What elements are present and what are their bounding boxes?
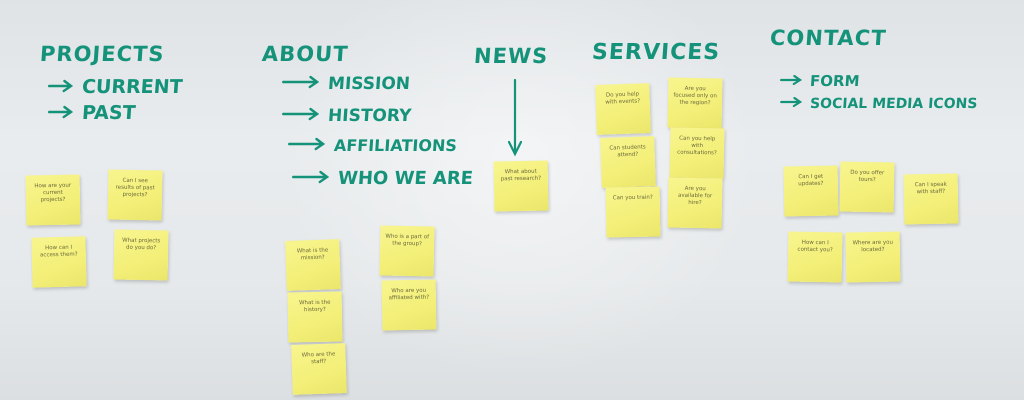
sticky-note: How can I access them? bbox=[31, 236, 87, 288]
right-arrow-icon bbox=[47, 102, 75, 124]
sticky-note: Can I get updates? bbox=[783, 165, 839, 217]
sticky-note: Do you help with events? bbox=[595, 83, 651, 135]
projects-item-label: CURRENT bbox=[81, 76, 184, 98]
sticky-note: What about past research? bbox=[493, 160, 549, 212]
sticky-note: Do you offer tours? bbox=[839, 161, 895, 213]
sticky-note: How are your current projects? bbox=[25, 174, 81, 226]
about-item-affiliations: AFFILIATIONS bbox=[287, 136, 458, 155]
sticky-note: Can you train? bbox=[605, 186, 661, 238]
sticky-note: Can you help with consultations? bbox=[669, 127, 725, 179]
about-item-history: HISTORY bbox=[281, 106, 412, 126]
right-arrow-icon bbox=[287, 136, 326, 155]
about-item-label: HISTORY bbox=[327, 106, 413, 126]
sticky-note: Where are you located? bbox=[845, 231, 901, 283]
contact-item-form: FORM bbox=[779, 72, 860, 90]
heading-news: NEWS bbox=[473, 44, 550, 68]
heading-services: SERVICES bbox=[591, 40, 721, 65]
sticky-note: What is the history? bbox=[287, 291, 343, 343]
sticky-note: Who are you affiliated with? bbox=[381, 279, 437, 331]
sticky-note: Are you available for hire? bbox=[667, 177, 723, 229]
about-item-label: AFFILIATIONS bbox=[333, 136, 458, 155]
sticky-note: Who is a part of the group? bbox=[379, 225, 435, 277]
sticky-note: Who are the staff? bbox=[291, 343, 347, 395]
contact-item-label: SOCIAL MEDIA ICONS bbox=[809, 96, 978, 112]
sticky-note: Can students attend? bbox=[600, 136, 656, 188]
heading-contact: CONTACT bbox=[769, 26, 888, 50]
contact-item-label: FORM bbox=[809, 72, 861, 90]
right-arrow-icon bbox=[291, 168, 330, 189]
about-item-label: MISSION bbox=[327, 74, 411, 94]
about-item-label: WHO WE ARE bbox=[337, 168, 474, 189]
sticky-note: What is the mission? bbox=[285, 239, 341, 291]
right-arrow-icon bbox=[779, 72, 803, 90]
sticky-note: Can I see results of past projects? bbox=[107, 169, 163, 221]
sticky-note: Are you focused only on the region? bbox=[667, 77, 723, 129]
heading-projects: PROJECTS bbox=[39, 42, 166, 66]
right-arrow-icon bbox=[779, 96, 803, 112]
sticky-note: What projects do you do? bbox=[113, 229, 169, 281]
sticky-note: Can I speak with staff? bbox=[903, 173, 959, 225]
about-item-who-we-are: WHO WE ARE bbox=[291, 168, 474, 189]
contact-item-social-media-icons: SOCIAL MEDIA ICONS bbox=[779, 96, 978, 112]
right-arrow-icon bbox=[47, 76, 75, 98]
projects-item-past: PAST bbox=[47, 102, 136, 124]
projects-item-label: PAST bbox=[81, 102, 137, 124]
right-arrow-icon bbox=[281, 74, 320, 94]
sticky-note: How can I contact you? bbox=[787, 231, 843, 283]
heading-about: ABOUT bbox=[261, 42, 350, 66]
right-arrow-icon bbox=[281, 106, 320, 126]
projects-item-current: CURRENT bbox=[47, 76, 183, 98]
about-item-mission: MISSION bbox=[281, 74, 411, 94]
down-arrow-icon bbox=[508, 78, 522, 157]
